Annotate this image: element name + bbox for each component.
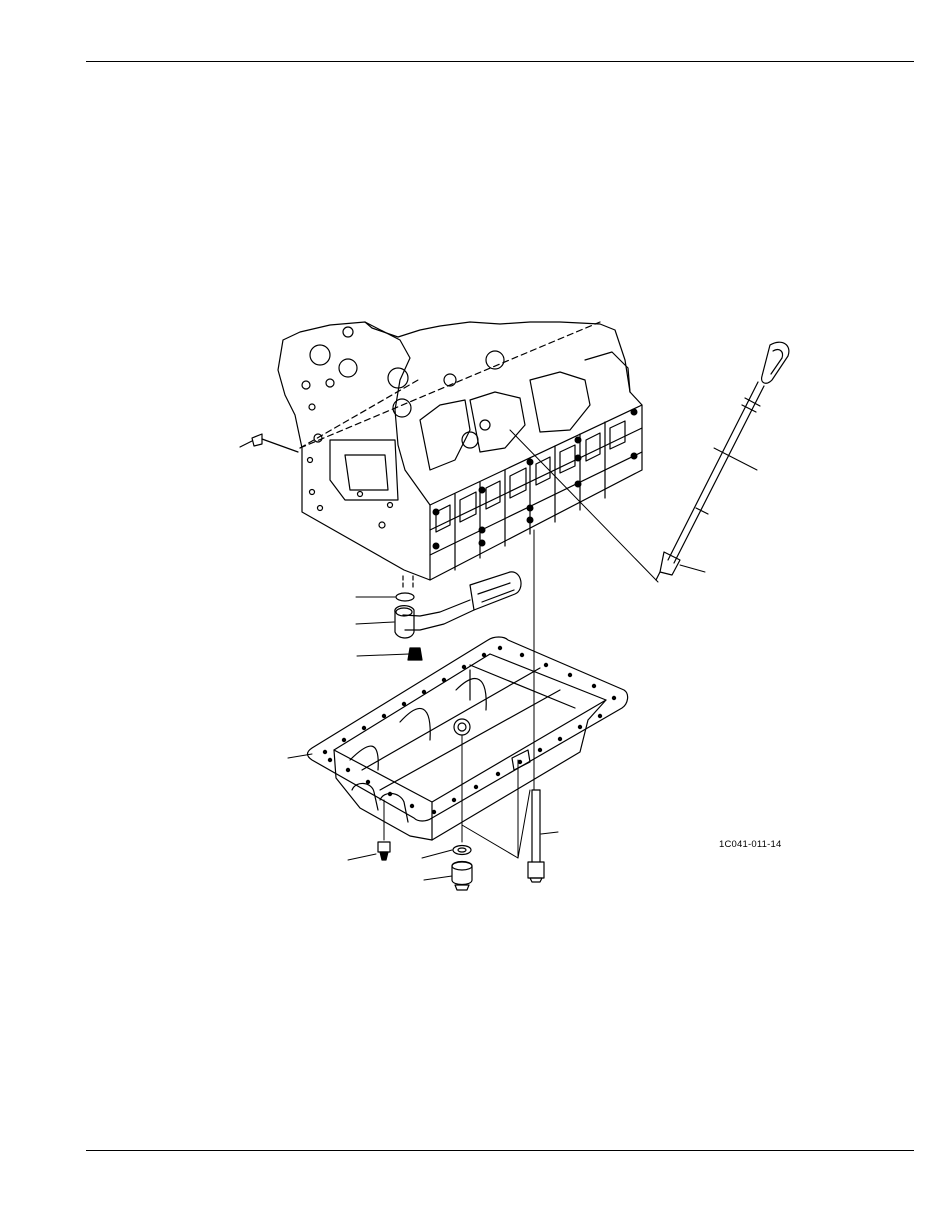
oil-strainer <box>355 571 522 661</box>
long-bolt <box>527 529 559 883</box>
pan-bolt <box>347 799 391 861</box>
plug-part <box>239 433 299 453</box>
drain-plug <box>421 734 531 891</box>
oil-dipstick <box>509 341 790 583</box>
engine-block <box>277 321 643 581</box>
footer-rule <box>86 1150 914 1151</box>
figure-code: 1C041-011-14 <box>719 839 782 850</box>
header-rule <box>86 61 914 62</box>
oil-pan <box>287 636 629 841</box>
